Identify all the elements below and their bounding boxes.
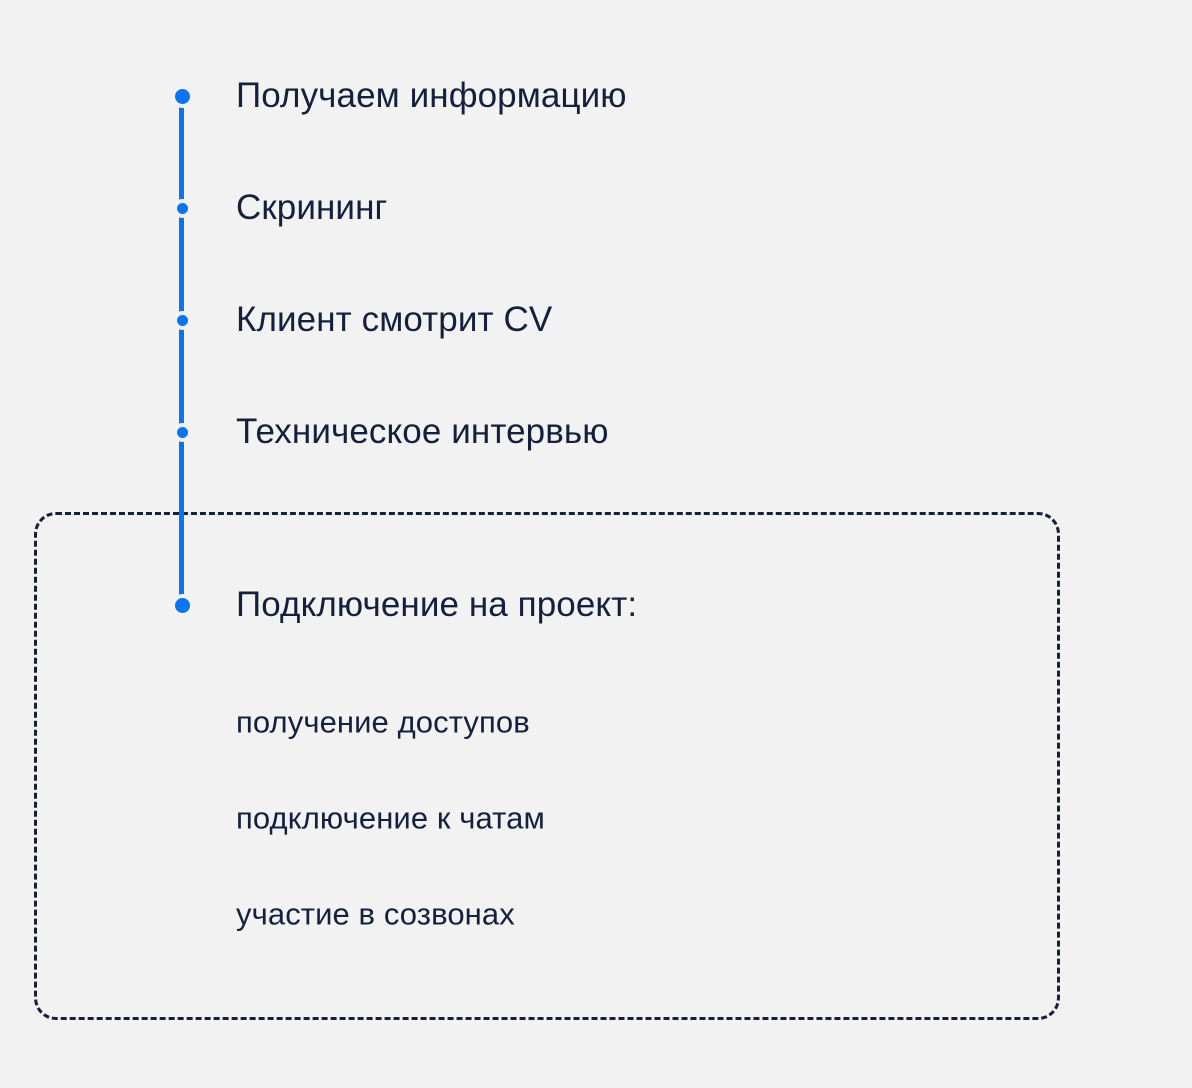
onboarding-sub-item-3: участие в созвонах xyxy=(236,896,515,932)
timeline-dot-3 xyxy=(176,314,188,326)
onboarding-sub-item-1: получение доступов xyxy=(236,704,530,740)
timeline-step-label-5: Подключение на проект: xyxy=(236,585,638,624)
timeline-dot-1 xyxy=(174,88,190,104)
timeline-step-label-3: Клиент смотрит CV xyxy=(236,300,553,339)
timeline-step-label-1: Получаем информацию xyxy=(236,76,627,115)
timeline-dot-4 xyxy=(176,426,188,438)
onboarding-sub-item-2: подключение к чатам xyxy=(236,800,545,836)
onboarding-details-box xyxy=(34,512,1060,1020)
timeline-dot-2 xyxy=(176,202,188,214)
timeline-step-label-4: Техническое интервью xyxy=(236,412,609,451)
timeline-step-label-2: Скрининг xyxy=(236,188,388,227)
